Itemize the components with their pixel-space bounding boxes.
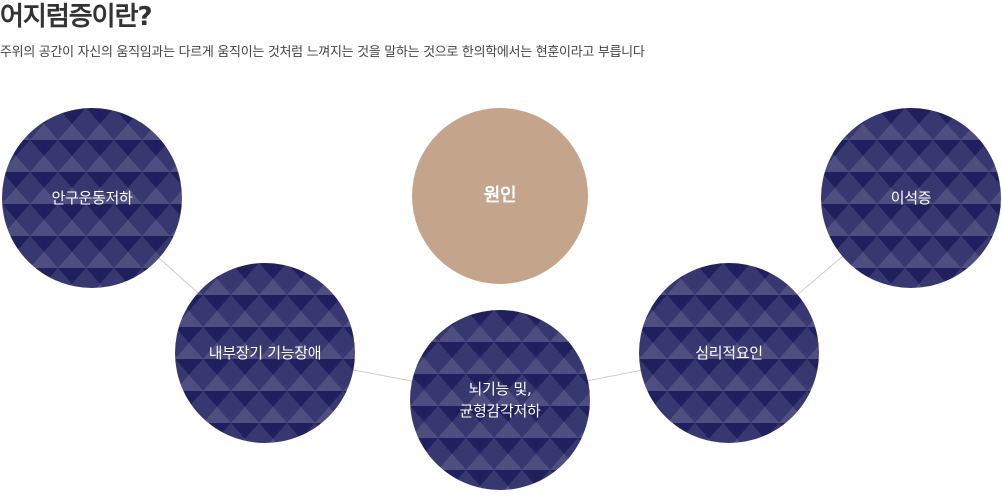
cause-label: 이석증 [890,189,932,207]
cause-psychological: 심리적요인 [639,263,819,443]
page-title: 어지럼증이란? [0,2,153,32]
cause-brain-balance: 뇌기능 및, 균형감각저하 [410,310,590,490]
cause-label-line2: 균형감각저하 [459,402,541,420]
cause-label: 심리적요인 [695,344,763,362]
cause-label: 내부장기 기능장애 [208,344,322,362]
cause-label-group: 뇌기능 및, 균형감각저하 [459,378,540,422]
cause-label-line1: 뇌기능 및, [468,380,532,398]
cause-internal-organ: 내부장기 기능장애 [175,263,355,443]
center-node-cause: 원인 [412,108,588,284]
page-description: 주위의 공간이 자신의 움직임과는 다르게 움직이는 것처럼 느껴지는 것을 말… [0,45,645,60]
cause-label: 안구운동저하 [51,189,133,207]
center-label: 원인 [483,185,517,206]
cause-eye-movement: 안구운동저하 [2,108,182,288]
cause-isolith: 이석증 [821,108,1001,288]
